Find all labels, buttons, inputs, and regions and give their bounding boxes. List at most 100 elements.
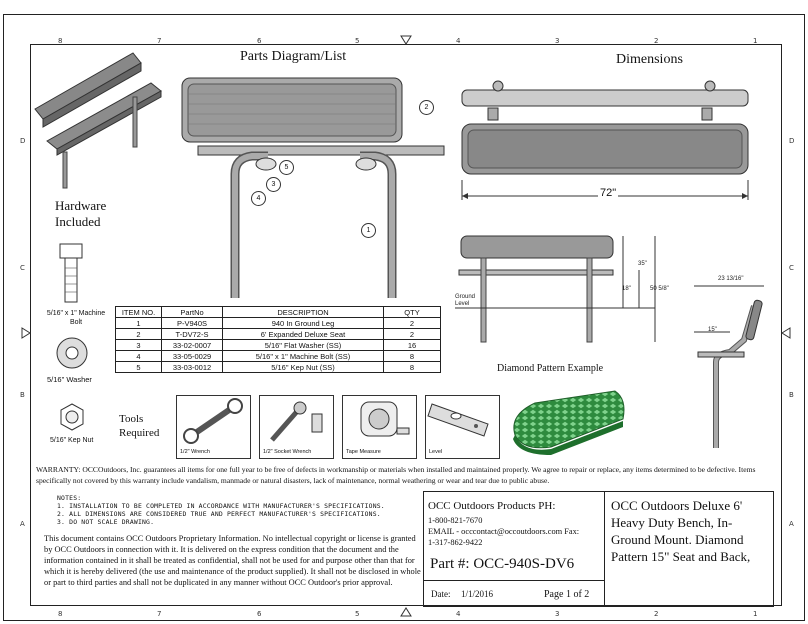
description: 5/16" Kep Nut (SS) [222, 361, 384, 373]
page-number: Page 1 of 2 [544, 589, 590, 600]
tools-title: Tools Required [119, 413, 160, 439]
zone-7: 7 [157, 37, 162, 45]
washer-label: 5/16" Washer [47, 375, 92, 384]
bench-front-view [181, 77, 445, 298]
table-row: 1 P-V940S 940 In Ground Leg 2 [115, 317, 441, 329]
zone-1: 1 [753, 610, 758, 618]
tool-label: Level [429, 449, 443, 455]
bench-elevation-view [455, 235, 656, 343]
tool-label: 1/2" Wrench [180, 449, 210, 455]
zone-A: A [20, 520, 25, 528]
tool-socket-wrench: 1/2" Socket Wrench [259, 395, 334, 459]
qty: 2 [383, 328, 441, 340]
callout-5: 5 [279, 160, 294, 175]
zone-A: A [789, 520, 794, 528]
note-line: 2. ALL DIMENSIONS ARE CONSIDERED TRUE AN… [57, 510, 381, 518]
diamond-pattern-image [513, 390, 625, 455]
callout-2-label: 2 [424, 104, 429, 111]
zone-C: C [789, 264, 794, 272]
zone-2: 2 [654, 610, 659, 618]
header-item-no: ITEM NO. [115, 306, 162, 318]
dimension-width-15: 15" [708, 327, 717, 333]
qty: 8 [383, 361, 441, 373]
description: 5/16" x 1" Machine Bolt (SS) [222, 350, 384, 362]
qty: 8 [383, 350, 441, 362]
item-no: 3 [115, 339, 162, 351]
center-mark-right [781, 327, 791, 339]
bench-top-view [461, 80, 749, 200]
dimension-length: 72" [598, 187, 619, 199]
washer-icon [56, 337, 88, 369]
center-mark-left [21, 327, 31, 339]
note-line: 1. INSTALLATION TO BE COMPLETED IN ACCOR… [57, 502, 385, 510]
product-title: OCC Outdoors Deluxe 6' Heavy Duty Bench,… [611, 498, 751, 564]
zone-B: B [789, 391, 794, 399]
part-no: P-V940S [161, 317, 223, 329]
tool-wrench: 1/2" Wrench [176, 395, 251, 459]
part-no: 33-02-0007 [161, 339, 223, 351]
ground-level-label: Ground Level [455, 294, 476, 307]
kep-nut-icon [60, 403, 84, 431]
qty: 2 [383, 317, 441, 329]
parts-diagram-title: Parts Diagram/List [240, 49, 347, 64]
dimension-height-18: 18" [622, 286, 631, 292]
machine-bolt-label: 5/16" x 1" Machine Bolt [46, 310, 106, 326]
proprietary-text: This document contains OCC Outdoors Prop… [44, 534, 421, 587]
zone-D: D [20, 137, 26, 145]
item-no: 1 [115, 317, 162, 329]
zone-5: 5 [355, 610, 360, 618]
zone-3: 3 [555, 610, 560, 618]
notes-block: NOTES: 1. INSTALLATION TO BE COMPLETED I… [57, 494, 417, 526]
header-description: DESCRIPTION [222, 306, 384, 318]
company-email: EMAIL - occcontact@occoutdoors.com Fax: [428, 527, 580, 536]
zone-8: 8 [58, 610, 63, 618]
center-mark-bottom [400, 607, 412, 617]
item-no: 2 [115, 328, 162, 340]
callout-2: 2 [419, 100, 434, 115]
tool-level: Level [425, 395, 500, 459]
wrench-icon [183, 398, 243, 444]
center-mark-top [400, 35, 412, 45]
company-phone: 1-800-821-7670 [428, 516, 483, 525]
zone-7: 7 [157, 610, 162, 618]
drawing-border [3, 14, 805, 621]
zone-4: 4 [456, 37, 461, 45]
description: 940 In Ground Leg [222, 317, 384, 329]
callout-3: 3 [266, 177, 281, 192]
kep-nut-label: 5/16" Kep Nut [50, 437, 94, 444]
dimension-width-23: 23 13/16" [718, 276, 744, 282]
item-no: 4 [115, 350, 162, 362]
notes-heading: NOTES: [57, 494, 82, 502]
zone-C: C [20, 264, 25, 272]
parts-table-header: ITEM NO. PartNo DESCRIPTION QTY [115, 306, 441, 318]
callout-1-label: 1 [366, 227, 371, 234]
hardware-title: Hardware Included [55, 198, 107, 229]
table-row: 2 T-DV72-S 6' Expanded Deluxe Seat 2 [115, 328, 441, 340]
callout-3-label: 3 [271, 181, 276, 188]
bench-side-view [694, 285, 764, 448]
zone-D: D [789, 137, 795, 145]
machine-bolt-icon [59, 243, 83, 303]
zone-6: 6 [257, 610, 262, 618]
zone-5: 5 [355, 37, 360, 45]
header-qty: QTY [383, 306, 441, 318]
item-no: 5 [115, 361, 162, 373]
dimension-height-35: 35" [638, 261, 647, 267]
part-no: 33-03-0012 [161, 361, 223, 373]
table-row: 3 33-02-0007 5/16" Flat Washer (SS) 16 [115, 339, 441, 351]
dimension-depth-total: 50 5/8" [650, 286, 669, 292]
tool-label: Tape Measure [346, 449, 381, 455]
date-value: 1/1/2016 [461, 589, 494, 599]
zone-B: B [20, 391, 25, 399]
company-fax: 1-317-862-9422 [428, 538, 483, 547]
callout-5-label: 5 [284, 164, 289, 171]
zone-8: 8 [58, 37, 63, 45]
parts-table: ITEM NO. PartNo DESCRIPTION QTY 1 P-V940… [115, 306, 441, 373]
date-label: Date: [431, 589, 451, 599]
tool-label: 1/2" Socket Wrench [263, 449, 312, 455]
part-number: Part #: OCC-940S-DV6 [430, 556, 575, 572]
warranty-text: WARRANTY: OCCOutdoors, Inc. guarantees a… [36, 465, 756, 485]
callout-4-label: 4 [256, 195, 261, 202]
description: 5/16" Flat Washer (SS) [222, 339, 384, 351]
tape-measure-icon [360, 401, 410, 437]
